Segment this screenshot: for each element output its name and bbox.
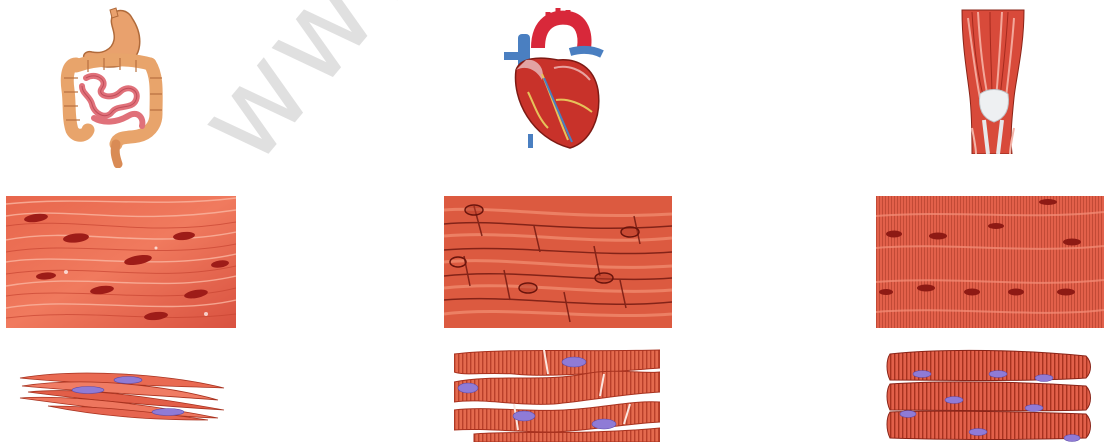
cardiac-muscle-micrograph (444, 196, 672, 328)
digestive-system-icon (58, 6, 170, 168)
leg-muscle-icon (958, 8, 1028, 154)
skeletal-muscle-micrograph (876, 196, 1104, 328)
cardiac-muscle-cells-illustration (454, 348, 660, 442)
smooth-muscle-cells-illustration (18, 366, 226, 422)
skeletal-muscle-cells-illustration (886, 348, 1092, 442)
smooth-muscle-micrograph (6, 196, 236, 328)
heart-icon (498, 8, 606, 152)
